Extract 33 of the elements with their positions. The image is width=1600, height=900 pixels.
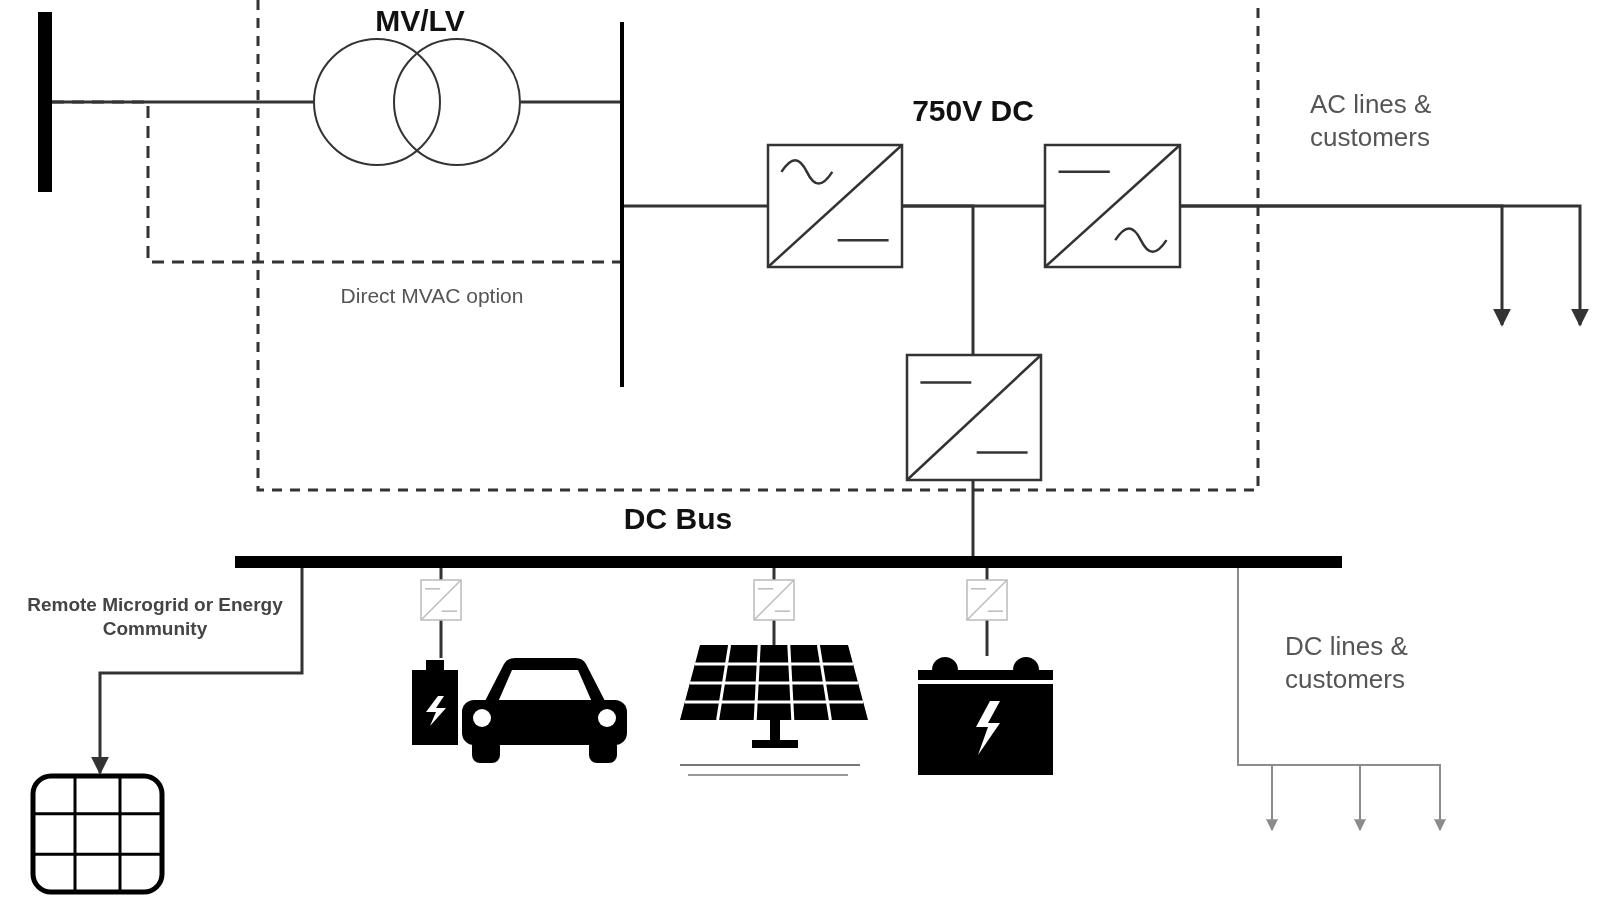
converter-symbol [966, 579, 1008, 621]
label: 750V DC [912, 93, 1034, 129]
wire [985, 568, 989, 580]
converter-symbol [753, 579, 795, 621]
ev-charger-drawing [412, 658, 627, 763]
arrow [1180, 204, 1589, 327]
label: MV/LV [375, 3, 465, 39]
solar-panel-drawing [679, 644, 868, 776]
grid-drawing [30, 773, 165, 895]
converter-symbol [905, 353, 1043, 482]
wire [902, 204, 975, 355]
label: Remote Microgrid or Energy Community [26, 593, 284, 641]
wire [985, 620, 989, 656]
busbar [620, 22, 624, 387]
converter-symbol [420, 579, 462, 621]
busbar [38, 12, 52, 192]
wire [624, 204, 768, 208]
wire [52, 100, 620, 264]
wire [971, 480, 975, 556]
label: DC lines & customers [1285, 630, 1409, 695]
wire [521, 100, 620, 104]
converter-symbol [1043, 143, 1182, 269]
busbar [235, 556, 1342, 568]
arrow [91, 568, 304, 775]
transformer-symbol [313, 38, 521, 166]
wire [439, 620, 443, 658]
label: DC Bus [623, 501, 733, 537]
label: AC lines & customers [1310, 88, 1433, 153]
wire [772, 568, 776, 580]
wire [439, 568, 443, 580]
wire [772, 620, 776, 645]
battery-drawing [918, 657, 1053, 775]
converter-symbol [766, 143, 904, 269]
